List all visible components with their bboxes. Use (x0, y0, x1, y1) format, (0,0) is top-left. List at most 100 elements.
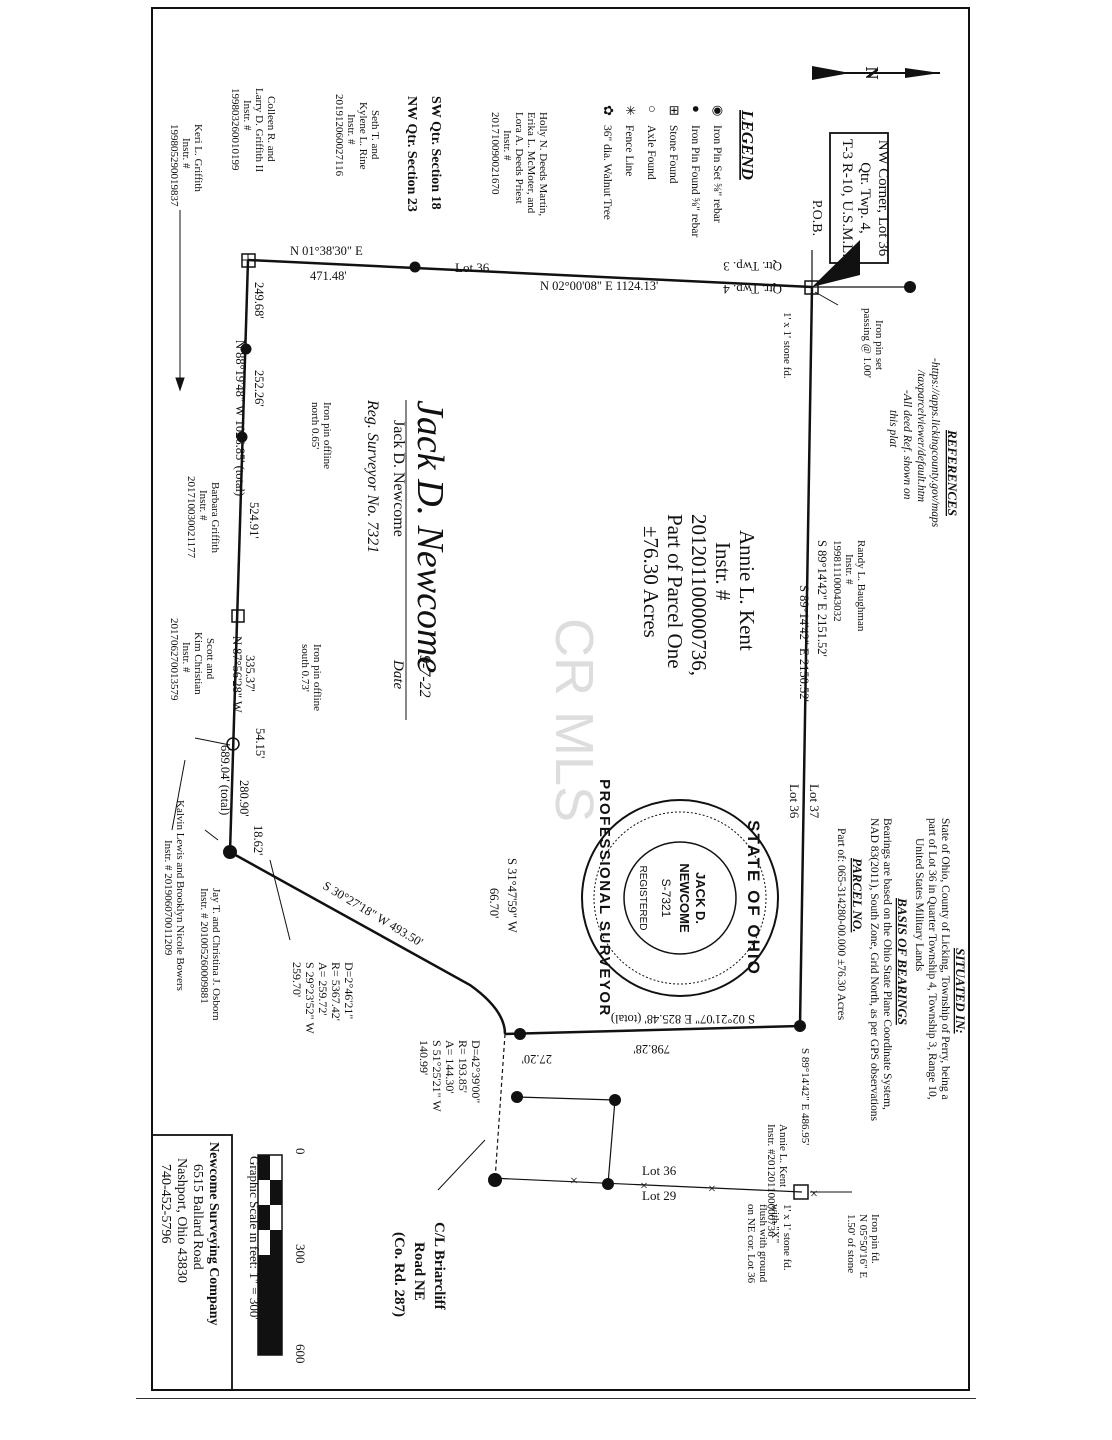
svg-text:north 0.65': north 0.65' (309, 402, 321, 449)
fence-line-icon: ✳ (623, 105, 638, 116)
svg-text:201912060027116: 201912060027116 (333, 94, 345, 177)
svg-text:passing @ 1.00': passing @ 1.00' (861, 308, 873, 378)
svg-text:199811100043032: 199811100043032 (831, 540, 843, 622)
svg-text:Newcome Surveying Company: Newcome Surveying Company (206, 1142, 221, 1326)
svg-text:R= 193.85': R= 193.85' (456, 1040, 470, 1093)
svg-text:Graphic Scale in feet: 1" = 30: Graphic Scale in feet: 1" = 300' (247, 1156, 262, 1320)
lot-37-label: Lot 37 (807, 784, 822, 819)
lot-36c-label: Lot 36 (642, 1163, 677, 1178)
svg-text:Lora A. Deeds Priest: Lora A. Deeds Priest (513, 112, 525, 204)
walnut-tree-icon: ✿ (601, 105, 616, 116)
svg-text:199805290019837: 199805290019837 (168, 124, 180, 207)
iron-pin-set-note: Iron pin set passing @ 1.00' (861, 308, 885, 378)
svg-text:Scott and: Scott and (204, 638, 216, 680)
svg-text:Iron pin offline: Iron pin offline (321, 402, 333, 469)
svg-text:Annie L. Kent: Annie L. Kent (735, 530, 759, 651)
svg-text:252.26': 252.26' (252, 370, 266, 407)
svg-text:×: × (708, 1182, 716, 1197)
svg-text:Instr. #: Instr. # (197, 490, 209, 521)
qtr-twp-4: Qtr. Twp. 4 (723, 282, 782, 297)
svg-text:S 51°25'21" W: S 51°25'21" W (430, 1040, 444, 1112)
svg-text:REGISTERED: REGISTERED (637, 865, 648, 930)
svg-text:this plat: this plat (887, 410, 899, 448)
svg-text:on NE cor. Lot 36: on NE cor. Lot 36 (745, 1204, 757, 1284)
adjoiner-baughman: Randy L. Baughman Instr. # 1998111000430… (831, 540, 867, 632)
adjoiner-rine: Seth T. and Kylene L. Rine Instr. # 2019… (333, 94, 381, 177)
svg-text:part of Lot 36 in Quarter Town: part of Lot 36 in Quarter Township 4, To… (926, 818, 938, 1100)
svg-text:N 01°38'30" E: N 01°38'30" E (290, 244, 363, 258)
svg-text:27.20': 27.20' (522, 1052, 552, 1066)
svg-text:A= 144.30': A= 144.30' (443, 1040, 457, 1094)
svg-text:State of Ohio, County of Licki: State of Ohio, County of Licking, Townsh… (939, 818, 951, 1100)
iron-pin-note: Iron pin fd. N 05°50'16" E 1.50' of ston… (845, 1214, 881, 1278)
svg-text:18.62': 18.62' (251, 825, 265, 855)
svg-text:300: 300 (293, 1244, 308, 1264)
iron-pin-found-icon (409, 261, 421, 273)
stone-found-icon: ⊞ (667, 105, 682, 116)
svg-text:S 30°27'18" W 493.50': S 30°27'18" W 493.50' (320, 879, 425, 950)
svg-text:NEWCOME: NEWCOME (677, 863, 692, 933)
legend-title: LEGEND (738, 109, 757, 180)
svg-text:JACK D.: JACK D. (693, 872, 708, 924)
svg-text:flush with ground: flush with ground (757, 1204, 769, 1283)
svg-text:Part of Parcel One: Part of Parcel One (663, 514, 687, 669)
adjoiner-griffith-colleen: Colleen R. and Larry D. Griffith II Inst… (229, 88, 277, 172)
svg-text:S 89°14'42" E 2150.52': S 89°14'42" E 2150.52' (797, 585, 811, 702)
svg-text:201710090021670: 201710090021670 (489, 112, 501, 195)
svg-text:140.99': 140.99' (417, 1040, 431, 1075)
svg-text:600: 600 (293, 1344, 308, 1364)
adjoiner-christian: Scott and Kim Christian Instr. # 2017062… (168, 618, 216, 701)
svg-text:259.70': 259.70' (290, 962, 304, 997)
adjoiner-deeds-martin: Holly N. Deeds Martin, Erika L. McMoter,… (489, 112, 549, 216)
plat-border (151, 7, 970, 1391)
svg-text:201201100000736,: 201201100000736, (687, 514, 711, 676)
svg-text:Iron pin set: Iron pin set (873, 320, 885, 370)
svg-text:Nashport, Ohio 43830: Nashport, Ohio 43830 (174, 1158, 189, 1283)
svg-text:S 31°47'59" W: S 31°47'59" W (505, 858, 519, 933)
svg-text:Jay T. and Christina J. Osborn: Jay T. and Christina J. Osborn (210, 888, 222, 1021)
lot-29-label: Lot 29 (642, 1188, 676, 1203)
svg-text:1.50' of stone: 1.50' of stone (845, 1214, 857, 1273)
svg-text:A= 259.72': A= 259.72' (316, 962, 330, 1016)
svg-text:280.90': 280.90' (237, 780, 251, 817)
svg-text:Kylene L. Rine: Kylene L. Rine (357, 102, 369, 170)
svg-text:N 88°19'48" W 1026.85' (total: N 88°19'48" W 1026.85' (total) (233, 340, 247, 496)
road-label: C/L Briarcliff Road NE (Co. Rd. 287) (391, 1222, 447, 1317)
svg-text:±76.30 Acres: ±76.30 Acres (639, 526, 663, 638)
svg-text:United States Military Lands: United States Military Lands (913, 838, 925, 972)
iron-pin-found-icon: ● (689, 105, 704, 113)
svg-text:335.37': 335.37' (243, 655, 257, 692)
svg-text:N 87°56'28" W: N 87°56'28" W (230, 636, 244, 713)
svg-text:×: × (810, 1187, 818, 1202)
svg-text:REFERENCES: REFERENCES (945, 429, 960, 516)
svg-text:66.70': 66.70' (487, 888, 501, 918)
svg-text:Bearings are based on the Ohio: Bearings are based on the Ohio State Pla… (881, 818, 893, 1110)
svg-text:S-7321: S-7321 (659, 879, 673, 918)
svg-text:Instr. #: Instr. # (345, 114, 357, 145)
svg-text:R= 5367.42': R= 5367.42' (329, 962, 343, 1021)
svg-text:STATE OF OHIO: STATE OF OHIO (744, 820, 763, 976)
svg-text:Fence Line: Fence Line (623, 125, 635, 176)
adjoiner-kent-south: Annie L. Kent Instr. #201201100000736 (765, 1124, 789, 1237)
svg-text:SITUATED IN:: SITUATED IN: (953, 948, 968, 1034)
svg-text:Barbara Griffith: Barbara Griffith (209, 482, 221, 553)
signature-block: Jack D. Newcome Jack D. Newcome Reg. Sur… (364, 399, 451, 720)
svg-text:201710030021177: 201710030021177 (185, 476, 197, 559)
north-arrow-icon: N (812, 66, 940, 80)
svg-text:Instr. #201201100000736: Instr. #201201100000736 (765, 1124, 777, 1237)
offline-south-note: Iron pin offline south 0.73' (299, 644, 323, 711)
svg-text:T-3 R-10, U.S.M.L.: T-3 R-10, U.S.M.L. (839, 139, 855, 257)
svg-text:Reg. Surveyor No. 7321: Reg. Surveyor No. 7321 (364, 399, 381, 553)
svg-text:C/L Briarcliff: C/L Briarcliff (431, 1222, 447, 1311)
svg-text:Iron pin offline: Iron pin offline (311, 644, 323, 711)
nw-corner-callout: NW Corner, Lot 36 Qtr. Twp. 4, T-3 R-10,… (829, 132, 891, 264)
svg-text:Iron pin fd.: Iron pin fd. (869, 1214, 881, 1264)
bottom-rule (136, 1398, 976, 1399)
svg-text:(Co. Rd. 287): (Co. Rd. 287) (391, 1232, 407, 1317)
svg-text:south 0.73': south 0.73' (299, 644, 311, 692)
svg-text:1' x 1' stone fd.: 1' x 1' stone fd. (781, 1204, 793, 1271)
svg-text:Instr. #: Instr. # (180, 138, 192, 169)
svg-text:Larry D. Griffith II: Larry D. Griffith II (253, 88, 265, 172)
parcel-boundary (228, 258, 814, 1036)
